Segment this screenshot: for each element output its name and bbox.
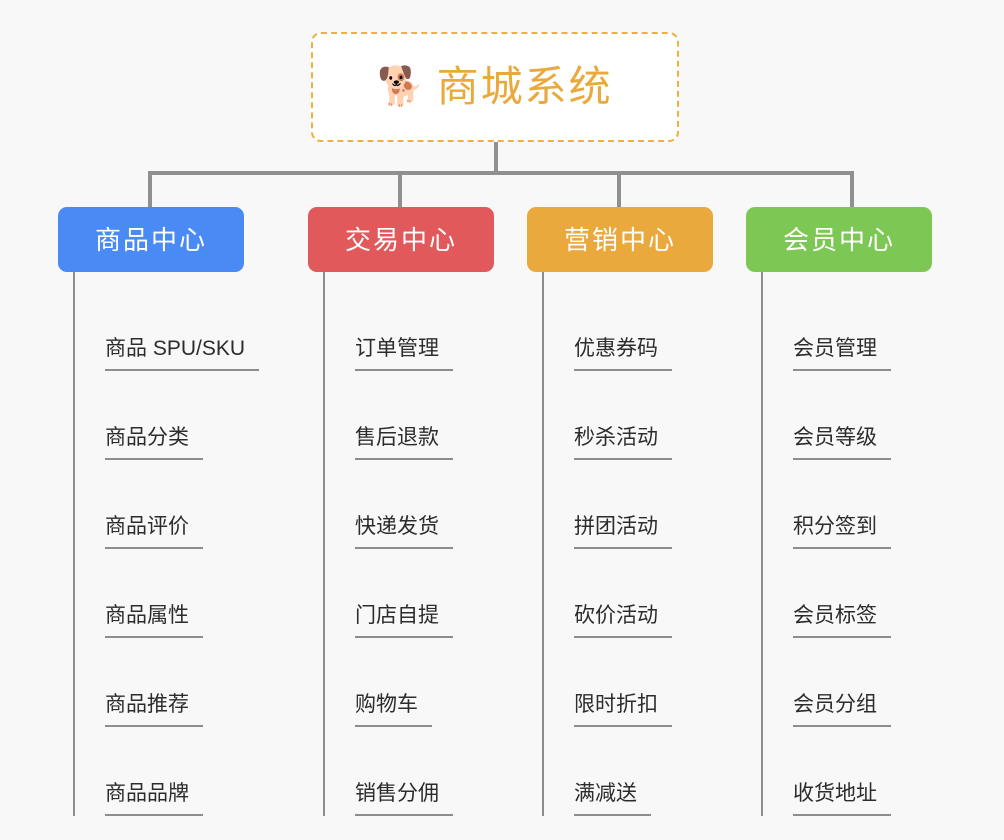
leaf-label: 收货地址 — [793, 782, 891, 816]
leaf-item[interactable]: 商品 SPU/SKU — [75, 282, 260, 371]
leaf-item[interactable]: 商品品牌 — [75, 727, 244, 816]
leaf-item[interactable]: 满减送 — [544, 727, 713, 816]
category-header-label: 营销中心 — [563, 224, 676, 255]
branch-trunk-2: 订单管理 售后退款 快递发货 门店自提 购物车 销售分佣 — [323, 272, 494, 816]
leaf-item[interactable]: 商品评价 — [75, 460, 244, 549]
leaf-item[interactable]: 拼团活动 — [544, 460, 713, 549]
leaf-label: 门店自提 — [355, 604, 453, 638]
leaf-label: 订单管理 — [355, 337, 453, 371]
leaf-item[interactable]: 收货地址 — [763, 727, 932, 816]
leaf-label: 会员等级 — [793, 426, 891, 460]
leaf-label: 拼团活动 — [574, 515, 672, 549]
leaf-item[interactable]: 限时折扣 — [544, 638, 713, 727]
leaf-label: 秒杀活动 — [574, 426, 672, 460]
leaf-item[interactable]: 购物车 — [325, 638, 494, 727]
root-node[interactable]: 🐕 商城系统 — [311, 32, 679, 142]
leaf-item[interactable]: 销售分佣 — [325, 727, 494, 816]
leaf-label: 销售分佣 — [355, 782, 453, 816]
leaf-item[interactable]: 商品分类 — [75, 371, 244, 460]
category-column-3: 营销中心 优惠券码 秒杀活动 拼团活动 砍价活动 限时折扣 满减送 — [527, 207, 713, 816]
leaf-label: 积分签到 — [793, 515, 891, 549]
leaf-label: 商品 SPU/SKU — [105, 337, 260, 371]
category-header-marketing[interactable]: 营销中心 — [527, 207, 713, 272]
category-header-label: 交易中心 — [344, 224, 457, 255]
leaf-label: 商品评价 — [105, 515, 203, 549]
leaf-item[interactable]: 订单管理 — [325, 282, 494, 371]
leaf-label: 会员管理 — [793, 337, 891, 371]
leaf-item[interactable]: 商品属性 — [75, 549, 244, 638]
leaf-label: 会员分组 — [793, 693, 891, 727]
leaf-label: 购物车 — [355, 693, 432, 727]
leaf-item[interactable]: 售后退款 — [325, 371, 494, 460]
leaf-item[interactable]: 门店自提 — [325, 549, 494, 638]
branch-trunk-4: 会员管理 会员等级 积分签到 会员标签 会员分组 收货地址 — [761, 272, 932, 816]
leaf-label: 售后退款 — [355, 426, 453, 460]
leaf-label: 会员标签 — [793, 604, 891, 638]
leaf-item[interactable]: 会员管理 — [763, 282, 932, 371]
branch-trunk-1: 商品 SPU/SKU 商品分类 商品评价 商品属性 商品推荐 商品品牌 — [73, 272, 260, 816]
shiba-dog-icon: 🐕 — [377, 66, 425, 108]
leaf-label: 快递发货 — [355, 515, 453, 549]
leaf-label: 优惠券码 — [574, 337, 672, 371]
category-column-1: 商品中心 商品 SPU/SKU 商品分类 商品评价 商品属性 商品推荐 商品品牌 — [58, 207, 260, 816]
leaf-item[interactable]: 秒杀活动 — [544, 371, 713, 460]
connector-drop-4 — [850, 171, 854, 209]
leaf-item[interactable]: 积分签到 — [763, 460, 932, 549]
connector-drop-1 — [148, 171, 152, 209]
leaf-label: 商品分类 — [105, 426, 203, 460]
category-header-trade[interactable]: 交易中心 — [308, 207, 494, 272]
leaf-item[interactable]: 砍价活动 — [544, 549, 713, 638]
leaf-label: 砍价活动 — [574, 604, 672, 638]
category-column-4: 会员中心 会员管理 会员等级 积分签到 会员标签 会员分组 收货地址 — [746, 207, 932, 816]
leaf-label: 商品属性 — [105, 604, 203, 638]
leaf-label: 限时折扣 — [574, 693, 672, 727]
category-column-2: 交易中心 订单管理 售后退款 快递发货 门店自提 购物车 销售分佣 — [308, 207, 494, 816]
connector-horizontal-bus — [148, 171, 854, 175]
connector-drop-3 — [617, 171, 621, 209]
category-header-member[interactable]: 会员中心 — [746, 207, 932, 272]
root-title: 商城系统 — [436, 63, 613, 110]
category-header-product[interactable]: 商品中心 — [58, 207, 244, 272]
leaf-label: 商品推荐 — [105, 693, 203, 727]
leaf-item[interactable]: 会员分组 — [763, 638, 932, 727]
leaf-item[interactable]: 快递发货 — [325, 460, 494, 549]
leaf-label: 满减送 — [574, 782, 651, 816]
connector-drop-2 — [398, 171, 402, 209]
leaf-label: 商品品牌 — [105, 782, 203, 816]
leaf-item[interactable]: 会员等级 — [763, 371, 932, 460]
leaf-item[interactable]: 会员标签 — [763, 549, 932, 638]
leaf-item[interactable]: 优惠券码 — [544, 282, 713, 371]
branch-trunk-3: 优惠券码 秒杀活动 拼团活动 砍价活动 限时折扣 满减送 — [542, 272, 713, 816]
category-header-label: 商品中心 — [94, 224, 207, 255]
leaf-item[interactable]: 商品推荐 — [75, 638, 244, 727]
connector-root-stem — [494, 142, 498, 173]
category-header-label: 会员中心 — [782, 224, 895, 255]
